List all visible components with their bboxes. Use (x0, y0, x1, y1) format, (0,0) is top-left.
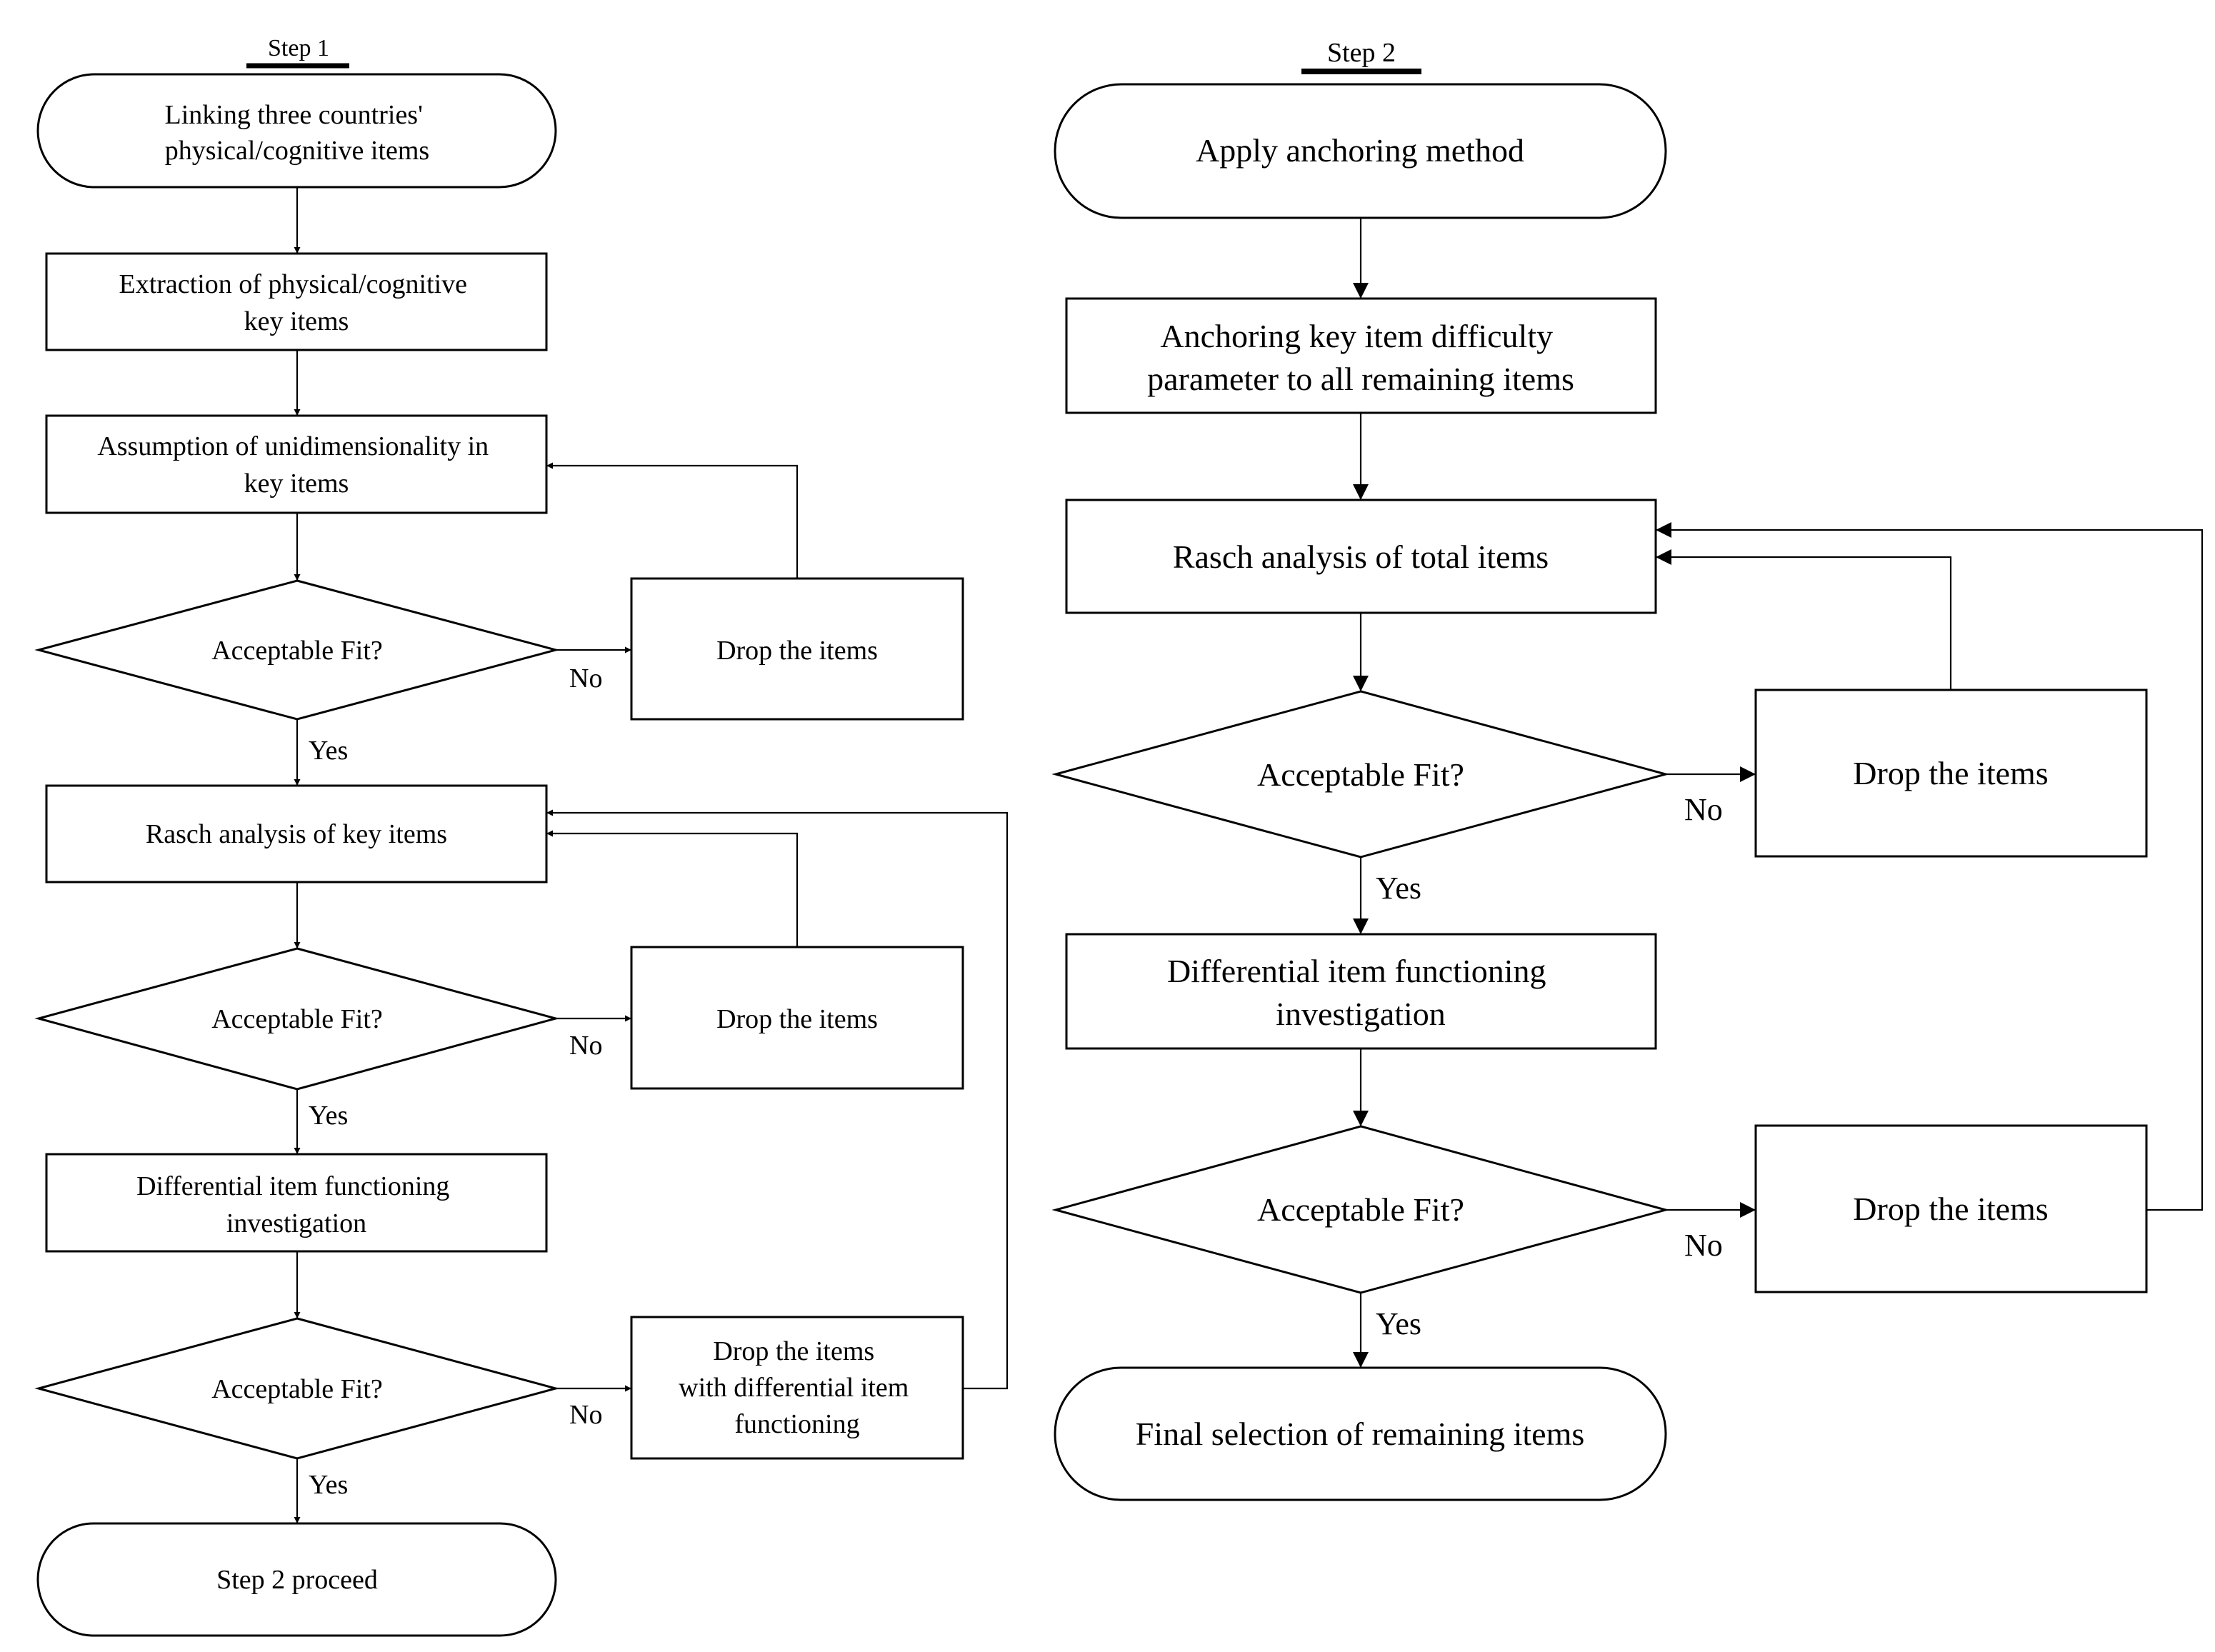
step2-end-node: Final selection of remaining items (1054, 1366, 1667, 1501)
svg-text:Extraction of physical/cogniti: Extraction of physical/cognitive key ite… (119, 269, 474, 336)
step1-extraction-line2: key items (244, 306, 349, 336)
step1-yes-label-3: Yes (309, 1470, 348, 1500)
svg-text:Linking three countries': Linking three countries' physical/cognit… (165, 100, 430, 166)
step1-dif-line1: Differential item functioning (136, 1171, 449, 1201)
step2-column: Step 2 Apply anchoring method Anchoring … (1051, 38, 2204, 1501)
step2-dif-line2: investigation (1276, 996, 1446, 1032)
step2-rasch-node: Rasch analysis of total items (1065, 499, 1657, 614)
step2-start-node: Apply anchoring method (1054, 83, 1667, 219)
svg-text:Anchoring key item difficulty: Anchoring key item difficulty parameter … (1147, 318, 1574, 397)
step2-connectors (1353, 218, 2204, 1368)
step1-no-label-1: No (569, 664, 602, 694)
step2-drop1-node: Drop the items (1754, 689, 2148, 858)
step2-yes-label-2: Yes (1376, 1306, 1421, 1341)
step1-start-node: Linking three countries' physical/cognit… (36, 73, 557, 189)
svg-text:Final selection of remaining i: Final selection of remaining items (1136, 1416, 1585, 1452)
step1-drop1-node: Drop the items (630, 577, 964, 721)
step1-no-label-3: No (569, 1400, 602, 1430)
svg-text:Assumption of unidimensionalit: Assumption of unidimensionality in key i… (97, 431, 495, 499)
step1-yes-label-2: Yes (309, 1101, 348, 1131)
step1-yes-label-1: Yes (309, 736, 348, 766)
step1-connectors (294, 187, 1009, 1523)
step1-drop3-line2: with differential item (679, 1373, 909, 1403)
step1-drop3-node: Drop the items with differential item fu… (630, 1316, 964, 1460)
step2-header: Step 2 (1327, 38, 1396, 68)
step1-dif-line2: investigation (226, 1208, 366, 1238)
step1-start-line1: Linking three countries' (165, 100, 423, 130)
step1-fit2-decision: Acceptable Fit? (34, 947, 560, 1091)
step2-anchoring-line1: Anchoring key item difficulty (1160, 318, 1553, 354)
svg-text:Acceptable Fit?: Acceptable Fit? (211, 636, 383, 666)
svg-text:Rasch analysis of total items: Rasch analysis of total items (1173, 539, 1549, 575)
step1-drop2-node: Drop the items (630, 946, 964, 1090)
svg-text:Apply anchoring method: Apply anchoring method (1196, 132, 1524, 169)
step1-assumption-line2: key items (244, 469, 349, 499)
step2-anchoring-node: Anchoring key item difficulty parameter … (1065, 297, 1657, 414)
svg-text:Drop the items: Drop the items (716, 1004, 878, 1034)
step2-yes-label-1: Yes (1376, 871, 1421, 906)
step1-fit3-decision: Acceptable Fit? (34, 1317, 560, 1460)
step1-drop3-line1: Drop the items (713, 1336, 874, 1366)
step1-fit1-decision: Acceptable Fit? (34, 579, 560, 721)
svg-text:Acceptable Fit?: Acceptable Fit? (211, 1004, 383, 1034)
step2-fit1-decision: Acceptable Fit? (1051, 690, 1670, 858)
svg-text:Drop the items: Drop the items (1853, 755, 2048, 791)
svg-text:Drop the items: Drop the items (716, 636, 878, 666)
step2-no-label-2: No (1684, 1228, 1723, 1263)
step1-start-line2: physical/cognitive items (165, 136, 429, 166)
svg-text:Step 2 proceed: Step 2 proceed (216, 1565, 378, 1595)
step1-end-node: Step 2 proceed (36, 1522, 557, 1637)
step2-anchoring-line2: parameter to all remaining items (1147, 361, 1574, 397)
svg-text:Drop the items: Drop the items (1853, 1191, 2048, 1227)
svg-text:Rasch analysis of key items: Rasch analysis of key items (146, 819, 447, 849)
step1-extraction-node: Extraction of physical/cognitive key ite… (45, 252, 548, 351)
step1-dif-node: Differential item functioning investigat… (45, 1153, 548, 1253)
step2-drop2-node: Drop the items (1754, 1124, 2148, 1293)
step1-header: Step 1 (268, 35, 329, 61)
step2-no-label-1: No (1684, 792, 1723, 827)
svg-text:Acceptable Fit?: Acceptable Fit? (1257, 1191, 1464, 1228)
step2-dif-node: Differential item functioning investigat… (1065, 933, 1657, 1050)
step1-no-label-2: No (569, 1031, 602, 1061)
svg-text:Differential item functionin: Differential item functioning investigat… (136, 1171, 456, 1238)
step1-assumption-node: Assumption of unidimensionality in key i… (45, 414, 548, 514)
svg-text:Differential item functionin: Differential item functioning investigat… (1167, 953, 1554, 1032)
svg-text:Drop the items with di: Drop the items with differential item fu… (679, 1336, 916, 1439)
step1-drop3-line3: functioning (734, 1409, 859, 1439)
step2-fit2-decision: Acceptable Fit? (1051, 1125, 1670, 1294)
svg-text:Acceptable Fit?: Acceptable Fit? (211, 1374, 383, 1404)
step2-dif-line1: Differential item functioning (1167, 953, 1546, 989)
step1-column: Step 1 Linking three countries' physical… (34, 35, 1009, 1637)
step1-assumption-line1: Assumption of unidimensionality in (97, 431, 489, 461)
step1-rasch-node: Rasch analysis of key items (45, 784, 548, 883)
svg-text:Acceptable Fit?: Acceptable Fit? (1257, 756, 1464, 793)
step1-extraction-line1: Extraction of physical/cognitive (119, 269, 467, 299)
